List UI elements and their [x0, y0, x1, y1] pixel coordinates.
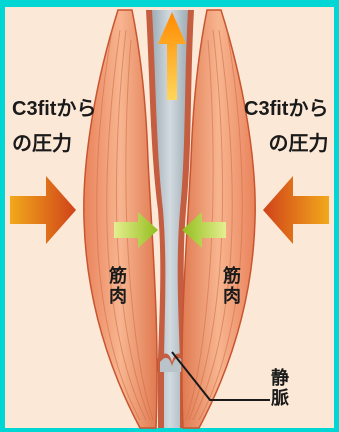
pressure-label-right-line2: の圧力 — [244, 127, 328, 156]
muscle-label-right: 筋肉 — [218, 266, 244, 306]
muscle-label-left: 筋肉 — [104, 266, 130, 306]
pressure-label-left-line2: の圧力 — [12, 127, 96, 156]
pressure-label-right-line1: C3fitから — [244, 92, 328, 121]
vein-label: 静脈 — [266, 368, 292, 408]
pressure-label-right: C3fitから の圧力 — [244, 92, 328, 156]
pressure-label-left: C3fitから の圧力 — [12, 92, 96, 156]
pressure-label-left-line1: C3fitから — [12, 92, 96, 121]
